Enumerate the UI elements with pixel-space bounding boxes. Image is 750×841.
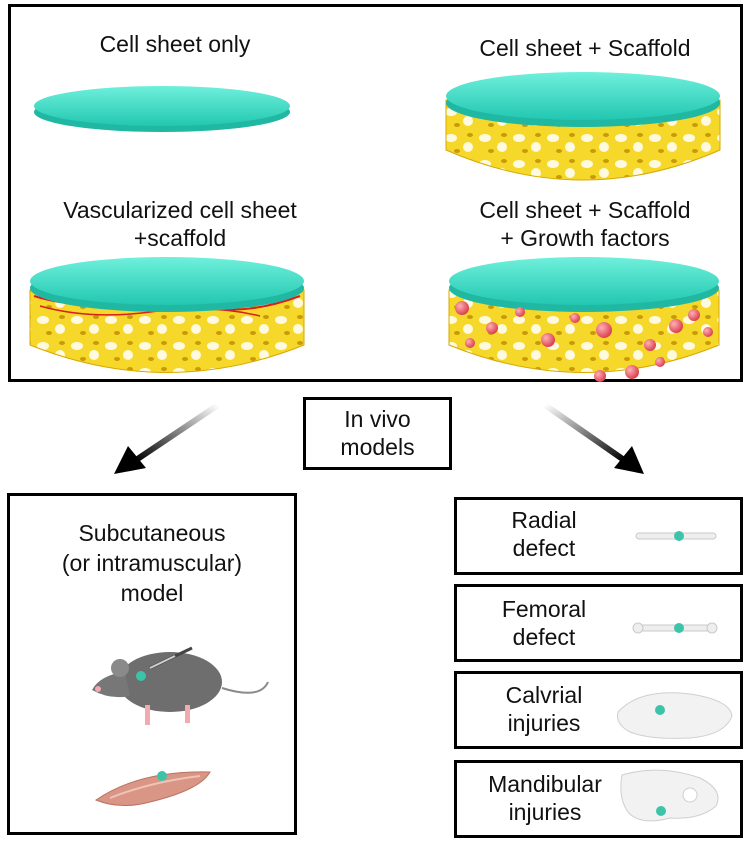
label-subcutaneous: Subcutaneous (or intramuscular) model [61, 520, 243, 606]
arrow-right-icon [543, 402, 644, 474]
femoral-defect-box [454, 584, 743, 662]
label-calvarial-injuries: Calvrial injuries [505, 682, 583, 736]
label-cell-sheet-only: Cell sheet only [99, 31, 251, 57]
label-femoral-defect: Femoral defect [501, 596, 587, 650]
label-growth-factors: Cell sheet + Scaffold + Growth factors [479, 197, 691, 251]
growth-factor-beads [455, 301, 713, 382]
label-cell-sheet-scaffold: Cell sheet + Scaffold [479, 35, 691, 61]
mandibular-injuries-box [454, 760, 743, 838]
label-radial-defect: Radial defect [511, 507, 577, 561]
label-vascularized: Vascularized cell sheet +scaffold [63, 197, 297, 251]
label-mandibular-injuries: Mandibular injuries [488, 771, 602, 825]
label-in-vivo-models: In vivo models [340, 406, 415, 460]
radial-defect-box [454, 497, 743, 575]
arrow-left-icon [114, 402, 220, 474]
in-vivo-models-box [303, 397, 452, 470]
